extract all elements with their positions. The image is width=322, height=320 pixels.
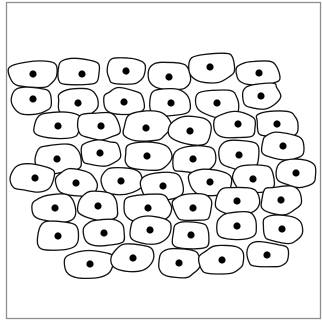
cell-nucleus: [234, 120, 241, 127]
cell-nucleus: [54, 122, 61, 129]
cell: [173, 146, 216, 173]
cell-nucleus: [159, 182, 166, 189]
cell-nucleus: [74, 99, 81, 106]
cell: [101, 168, 142, 195]
cell-nucleus: [187, 231, 194, 238]
cell-nucleus: [255, 69, 262, 76]
cell: [81, 140, 120, 166]
cell-nucleus: [53, 155, 60, 162]
cell: [168, 116, 211, 145]
cell-nucleus: [122, 67, 129, 74]
cell: [148, 62, 190, 89]
cell: [83, 219, 124, 246]
cell-nucleus: [29, 70, 36, 77]
cell-nucleus: [277, 196, 284, 203]
cell: [10, 164, 55, 192]
cell: [78, 112, 121, 140]
cell-nucleus: [97, 122, 104, 129]
cell: [172, 194, 212, 221]
cell: [217, 212, 257, 240]
cell: [125, 142, 172, 170]
cell: [37, 221, 78, 250]
cell: [276, 159, 316, 188]
cell-nucleus: [117, 177, 124, 184]
cell-nucleus: [165, 73, 172, 80]
cell: [77, 191, 117, 221]
cell-nucleus: [206, 178, 213, 185]
cell: [130, 216, 171, 244]
cell: [11, 87, 51, 115]
cell: [243, 83, 281, 109]
cell-nucleus: [120, 98, 127, 105]
cell: [172, 222, 209, 249]
cell-nucleus: [279, 142, 286, 149]
cell-nucleus: [249, 175, 256, 182]
cell-nucleus: [144, 204, 151, 211]
cell-nucleus: [206, 63, 213, 70]
cell: [214, 111, 256, 137]
cell-nucleus: [292, 169, 299, 176]
cell-nucleus: [235, 151, 242, 158]
cell-nucleus: [257, 92, 264, 99]
cell: [215, 187, 259, 215]
cell: [8, 61, 57, 88]
cell-nucleus: [278, 225, 285, 232]
cell-nucleus: [86, 260, 93, 267]
cell-nucleus: [233, 222, 240, 229]
cell-nucleus: [100, 229, 107, 236]
cell-nucleus: [186, 127, 193, 134]
cell: [236, 61, 280, 85]
cell-nucleus: [167, 99, 174, 106]
cell: [199, 245, 244, 274]
cell: [189, 53, 235, 83]
cell-nucleus: [189, 155, 196, 162]
cell: [262, 132, 304, 160]
cell: [34, 112, 82, 139]
cell-nucleus: [142, 124, 149, 131]
cell: [32, 194, 76, 222]
cell-nucleus: [218, 256, 225, 263]
cell: [64, 251, 114, 279]
cell: [123, 111, 171, 141]
cell-nucleus: [233, 197, 240, 204]
cell-nucleus: [189, 204, 196, 211]
cell: [58, 58, 100, 85]
cell: [111, 244, 154, 272]
cell-nucleus: [213, 99, 220, 106]
cell-nucleus: [129, 254, 136, 261]
cell-nucleus: [263, 251, 270, 258]
cell: [107, 58, 145, 84]
cell-membrane: [58, 58, 100, 85]
cell-nucleus: [29, 95, 36, 102]
cell-nucleus: [143, 152, 150, 159]
cell-nucleus: [175, 259, 182, 266]
cell-nucleus: [146, 226, 153, 233]
cell: [263, 215, 303, 244]
cell-nucleus: [94, 202, 101, 209]
cell-sheet: [8, 53, 316, 278]
cell-nucleus: [96, 149, 103, 156]
cell: [104, 87, 145, 114]
cell-nucleus: [54, 232, 61, 239]
cell-nucleus: [78, 70, 85, 77]
cell: [261, 186, 301, 215]
cell-nucleus: [51, 204, 58, 211]
cell: [247, 242, 289, 267]
cell-nucleus: [31, 174, 38, 181]
cell-nucleus: [273, 120, 280, 127]
cell: [159, 249, 201, 278]
cell-nucleus: [72, 179, 79, 186]
